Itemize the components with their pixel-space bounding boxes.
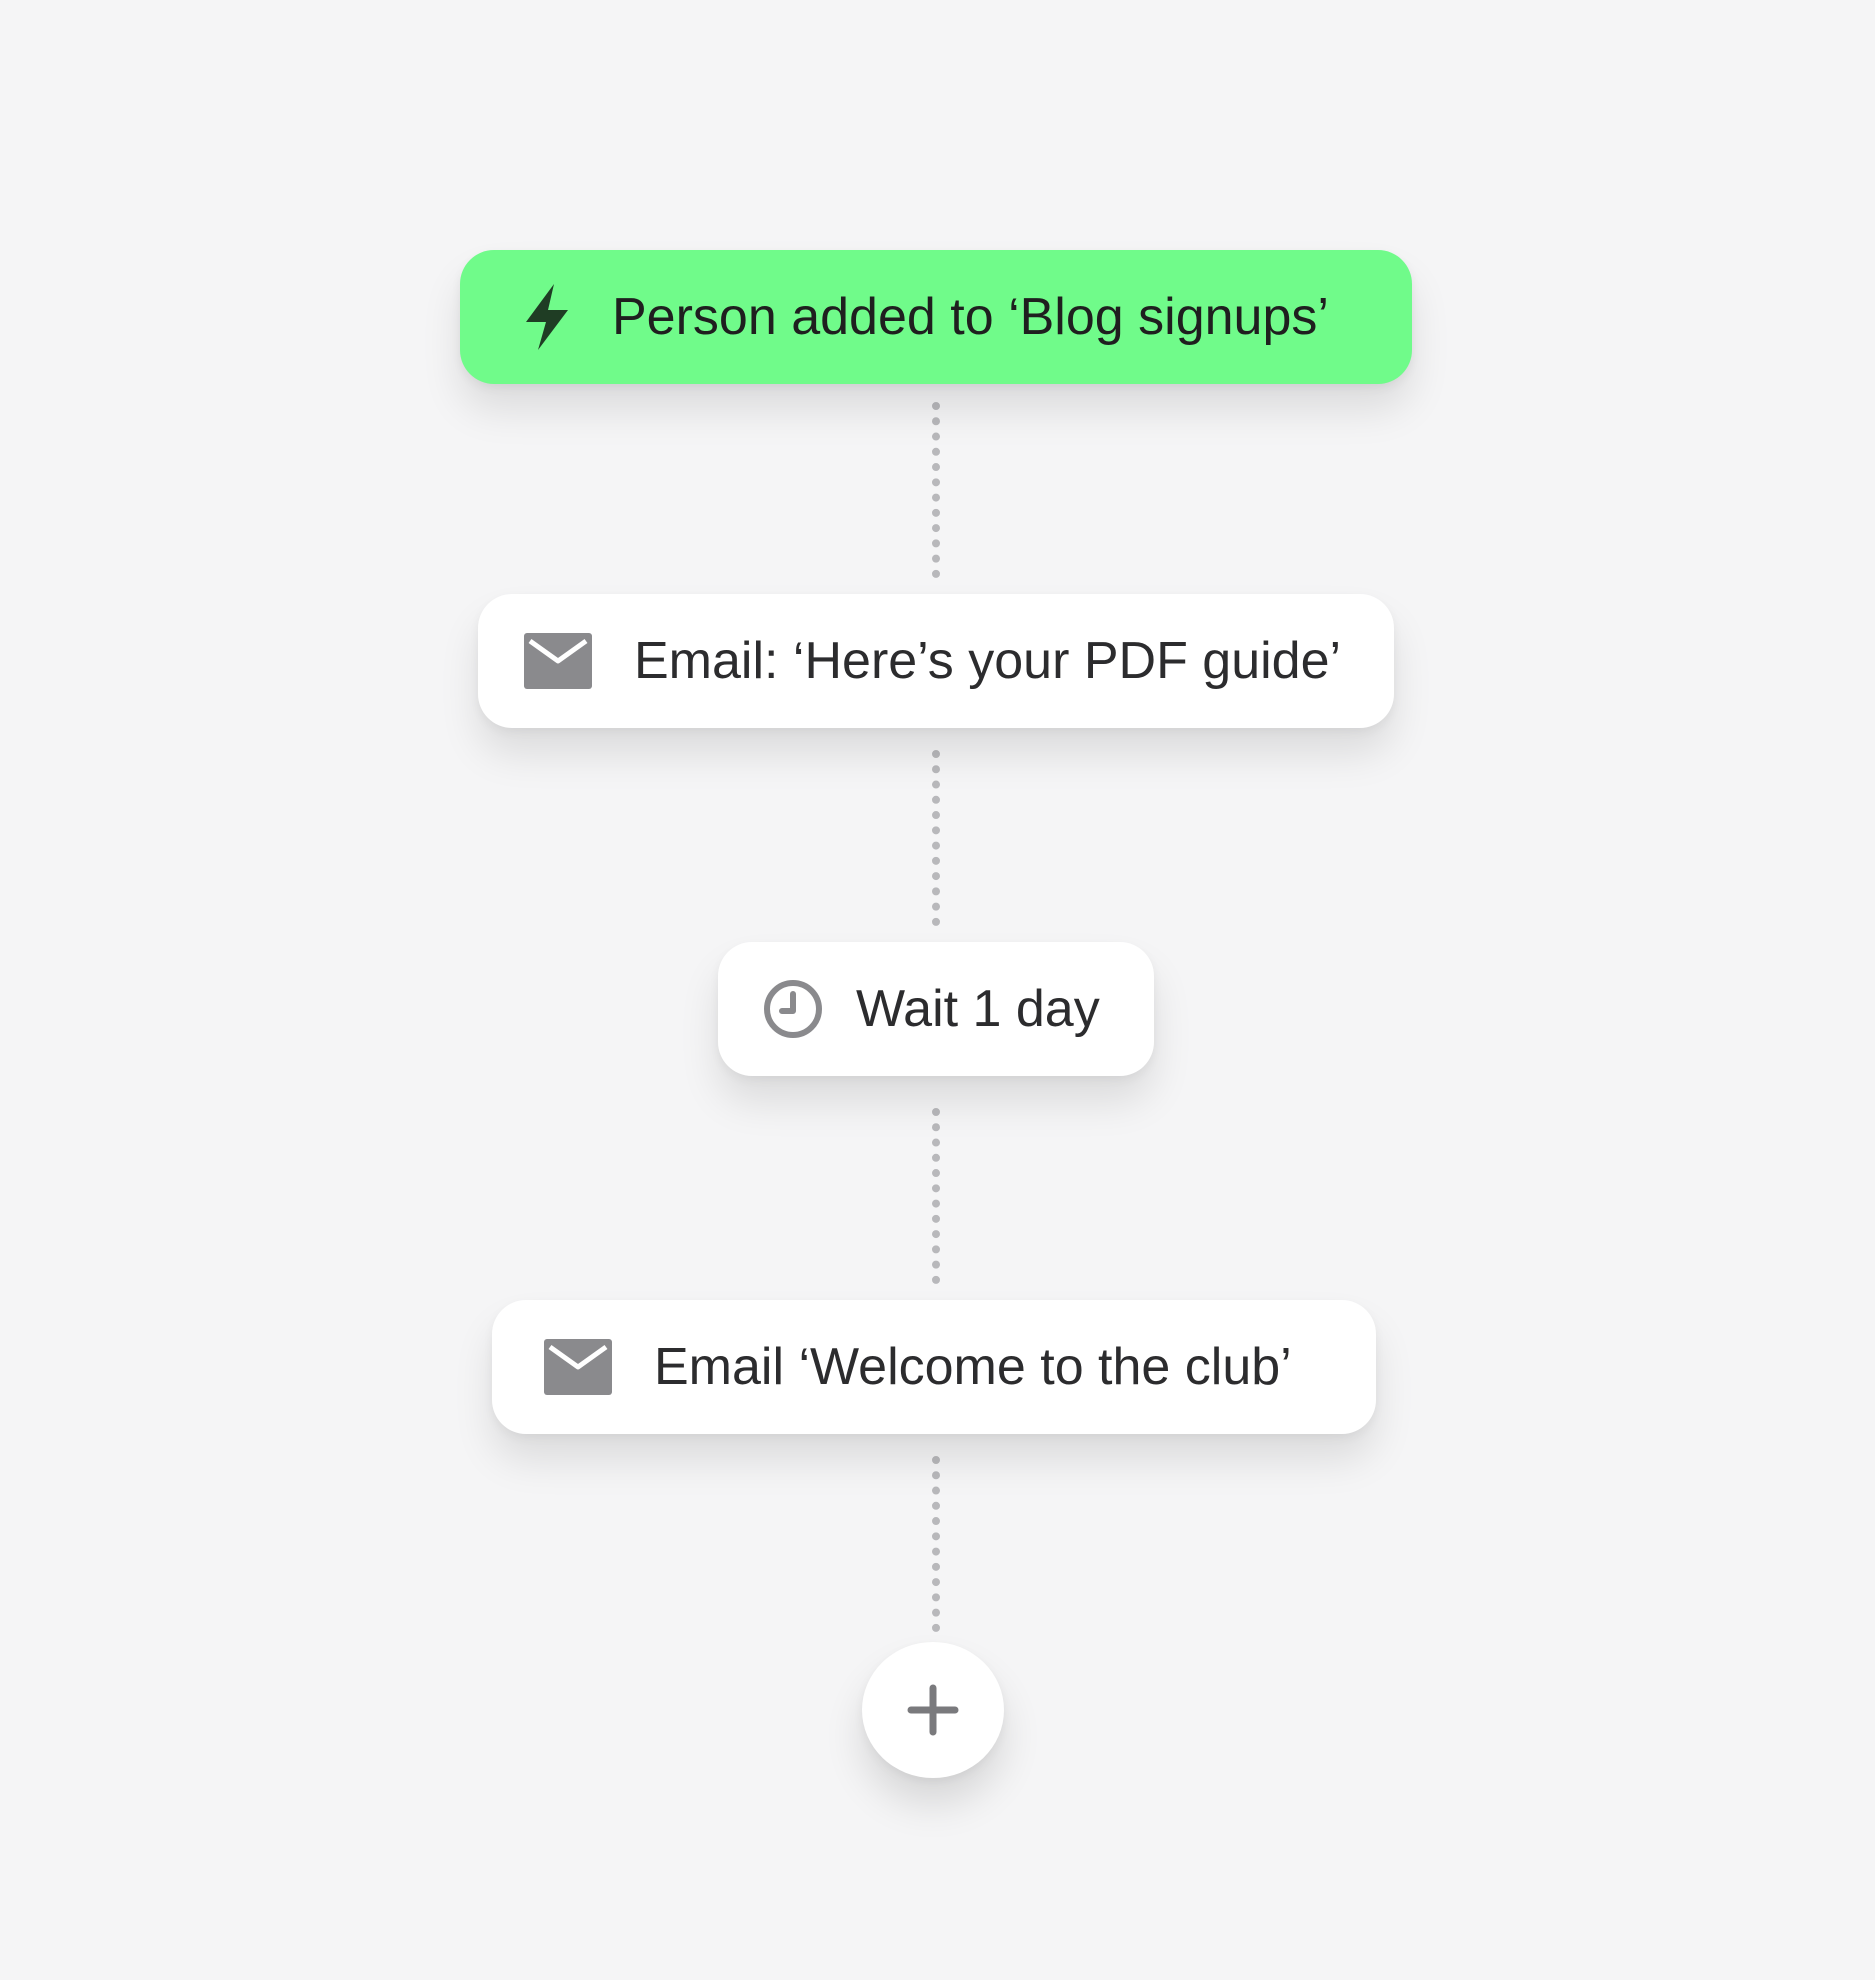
mail-icon [544, 1339, 612, 1395]
email-step-node[interactable]: Email ‘Welcome to the club’ [492, 1300, 1376, 1434]
trigger-label: Person added to ‘Blog signups’ [612, 288, 1329, 346]
email-step-label: Email: ‘Here’s your PDF guide’ [634, 632, 1342, 690]
add-step-button[interactable] [862, 1642, 1004, 1778]
clock-icon [762, 978, 824, 1040]
lightning-icon [520, 282, 574, 352]
mail-icon [524, 633, 592, 689]
connector-line [932, 1108, 940, 1284]
connector-line [932, 750, 940, 926]
email-step-node[interactable]: Email: ‘Here’s your PDF guide’ [478, 594, 1394, 728]
connector-line [932, 1456, 940, 1632]
email-step-label: Email ‘Welcome to the club’ [654, 1338, 1292, 1396]
wait-step-label: Wait 1 day [856, 980, 1100, 1038]
connector-line [932, 402, 940, 578]
wait-step-node[interactable]: Wait 1 day [718, 942, 1154, 1076]
trigger-node[interactable]: Person added to ‘Blog signups’ [460, 250, 1412, 384]
plus-icon [907, 1684, 959, 1736]
